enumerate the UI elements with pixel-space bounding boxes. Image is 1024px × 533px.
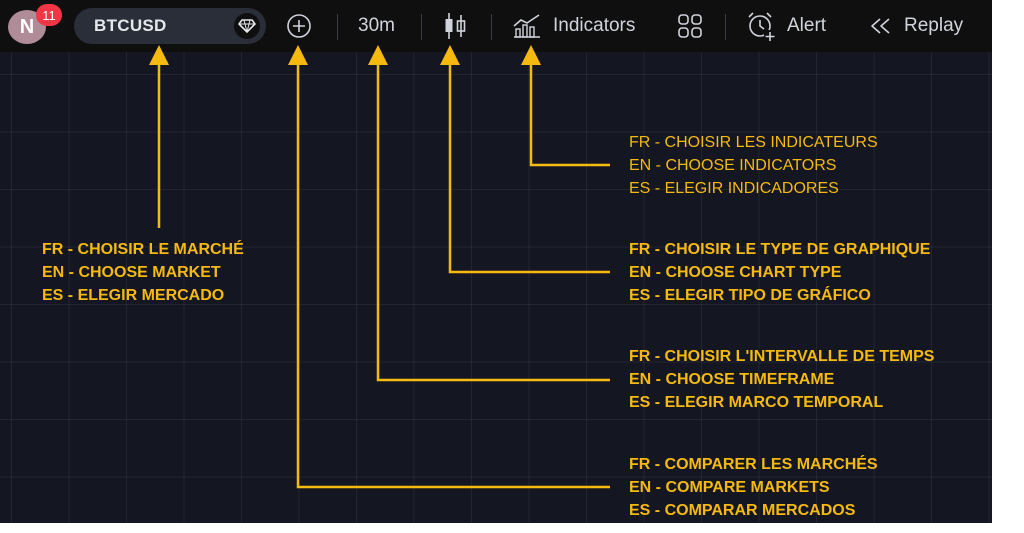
annotation-chart-type: FR - CHOISIR LE TYPE DE GRAPHIQUE EN - C…	[629, 238, 930, 307]
notification-badge[interactable]: 11	[36, 4, 62, 26]
annotation-indicators: FR - CHOISIR LES INDICATEURS EN - CHOOSE…	[629, 131, 878, 200]
annotation-line: EN - CHOOSE TIMEFRAME	[629, 371, 835, 388]
toolbar-divider	[337, 14, 338, 40]
layout-button[interactable]	[677, 0, 703, 52]
alert-button[interactable]: Alert	[745, 0, 826, 52]
toolbar-divider	[725, 14, 726, 40]
annotation-market: FR - CHOISIR LE MARCHÉ EN - CHOOSE MARKE…	[42, 238, 244, 307]
annotation-line: ES - ELEGIR INDICADORES	[629, 180, 839, 197]
annotation-line: ES - COMPARAR MERCADOS	[629, 502, 856, 519]
annotation-line: EN - CHOOSE MARKET	[42, 264, 221, 281]
chart-type-button[interactable]	[442, 0, 468, 52]
annotation-line: EN - COMPARE MARKETS	[629, 479, 830, 496]
indicators-chart-icon	[513, 14, 540, 38]
symbol-search-button[interactable]: BTCUSD	[74, 8, 266, 44]
annotation-line: EN - CHOOSE INDICATORS	[629, 157, 837, 174]
replay-button[interactable]: Replay	[868, 0, 963, 52]
annotation-line: FR - COMPARER LES MARCHÉS	[629, 456, 878, 473]
compare-button[interactable]	[285, 0, 313, 52]
timeframe-label: 30m	[358, 15, 395, 36]
replay-label: Replay	[904, 15, 964, 36]
annotation-timeframe: FR - CHOISIR L'INTERVALLE DE TEMPS EN - …	[629, 345, 934, 414]
annotation-compare: FR - COMPARER LES MARCHÉS EN - COMPARE M…	[629, 453, 878, 522]
annotation-line: FR - CHOISIR LES INDICATEURS	[629, 134, 878, 151]
avatar-letter: N	[19, 15, 35, 38]
replay-rewind-icon	[871, 18, 890, 34]
layout-grid-icon	[678, 14, 702, 38]
alarm-clock-plus-icon	[748, 12, 776, 42]
indicators-label: Indicators	[553, 15, 636, 36]
chart-app: N 11 BTCUSD 30m	[0, 0, 992, 523]
annotation-line: EN - CHOOSE CHART TYPE	[629, 264, 842, 281]
annotation-line: FR - CHOISIR L'INTERVALLE DE TEMPS	[629, 348, 935, 365]
annotation-line: ES - ELEGIR MERCADO	[42, 287, 225, 304]
indicators-button[interactable]: Indicators	[511, 0, 635, 52]
toolbar-divider	[421, 14, 422, 40]
annotation-line: ES - ELEGIR TIPO DE GRÁFICO	[629, 287, 871, 304]
top-toolbar: N 11 BTCUSD 30m	[0, 0, 992, 52]
candlestick-icon	[445, 13, 466, 39]
annotation-line: ES - ELEGIR MARCO TEMPORAL	[629, 394, 884, 411]
annotation-line: FR - CHOISIR LE TYPE DE GRAPHIQUE	[629, 241, 931, 258]
timeframe-button[interactable]: 30m	[358, 0, 395, 52]
annotation-line: FR - CHOISIR LE MARCHÉ	[42, 241, 244, 258]
toolbar-divider	[491, 14, 492, 40]
alert-label: Alert	[787, 15, 827, 36]
diamond-icon[interactable]	[234, 13, 260, 39]
compare-plus-icon	[287, 14, 311, 38]
symbol-label: BTCUSD	[94, 16, 167, 35]
